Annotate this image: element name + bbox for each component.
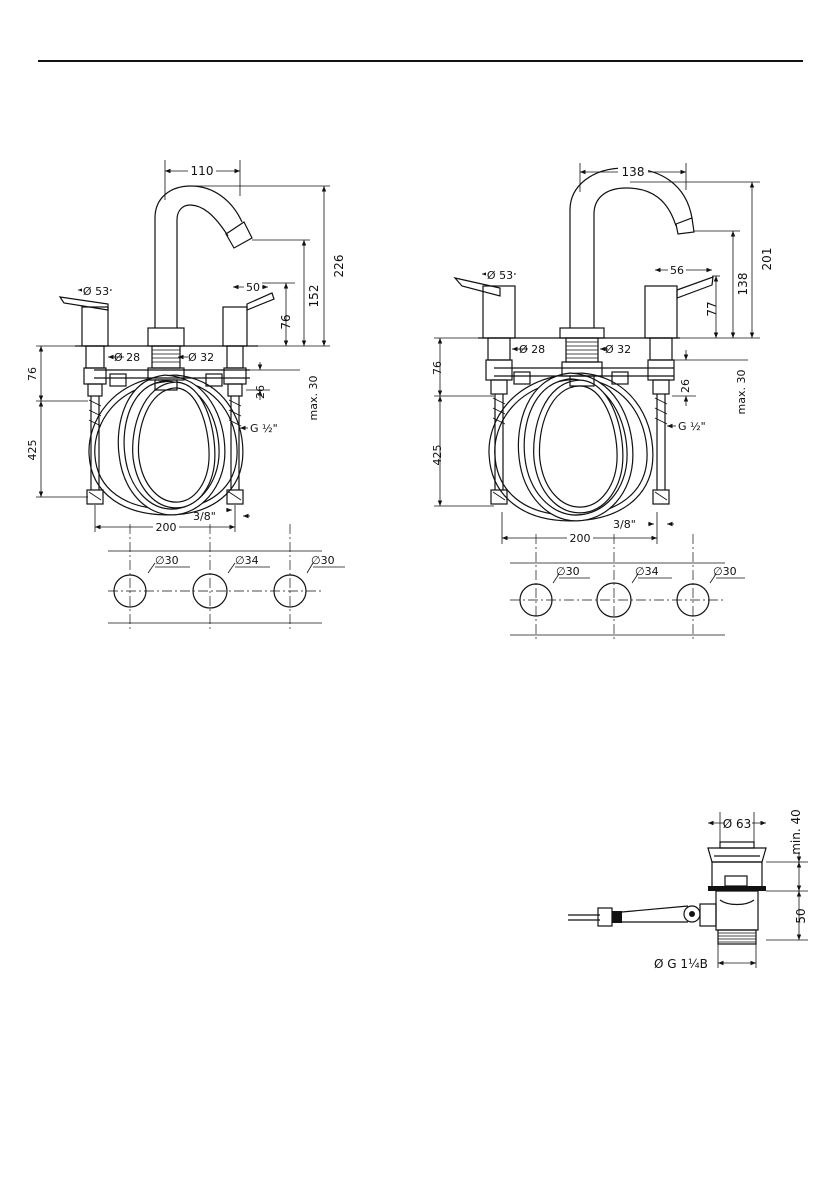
- dim-thread-depth: 26: [254, 385, 267, 399]
- right-left-handle: [455, 278, 515, 504]
- dim-thread-depth: 26: [679, 379, 692, 393]
- dim-lever-height: 77: [705, 301, 719, 316]
- dim-base-left: Ø 28: [519, 343, 545, 356]
- right-hole-template: ∅30 ∅34 ∅30: [510, 534, 745, 640]
- dim-cap-diameter: Ø 63: [723, 817, 752, 831]
- dim-spout-height: 152: [307, 285, 321, 308]
- dim-spacing: 200: [156, 521, 177, 534]
- dim-hose-thread: 3/8": [613, 518, 636, 531]
- dim-base-center: Ø 32: [605, 343, 631, 356]
- dim-hose-length: 425: [431, 445, 444, 466]
- dim-max-deck: max. 30: [307, 376, 320, 421]
- hole-3-label: ∅30: [311, 554, 335, 567]
- right-supply-hoses: [492, 376, 650, 518]
- hole-2-label: ∅34: [235, 554, 259, 567]
- dim-handle-diameter: Ø 53: [487, 269, 513, 282]
- dim-spacing: 200: [570, 532, 591, 545]
- hole-2-label: ∅34: [635, 565, 659, 578]
- dim-hose-length: 425: [26, 440, 39, 461]
- dim-min-height: min. 40: [789, 809, 803, 855]
- dim-below-deck: 76: [26, 367, 39, 381]
- dim-spout-reach: 138: [622, 165, 645, 179]
- dim-lever-length: 56: [670, 264, 684, 277]
- dim-connection: G ½": [678, 420, 706, 433]
- drain-drawing: Ø 63 min. 40 50 Ø G 1¼B: [568, 809, 808, 971]
- dim-total-height: 226: [332, 255, 346, 278]
- dim-body-height: 50: [794, 908, 808, 923]
- dim-spout-height: 138: [736, 273, 750, 296]
- left-hole-template: ∅30 ∅34 ∅30: [108, 524, 345, 630]
- left-handle: [60, 297, 108, 504]
- left-faucet-drawing: 110 226 152 76 Ø 53 50 Ø 28 Ø 32 76 425 …: [26, 160, 346, 630]
- dim-lever-length: 50: [246, 281, 260, 294]
- dim-hose-thread: 3/8": [193, 510, 216, 523]
- dim-base-left: Ø 28: [114, 351, 140, 364]
- hole-1-label: ∅30: [155, 554, 179, 567]
- hole-3-label: ∅30: [713, 565, 737, 578]
- dim-connection: G ½": [250, 422, 278, 435]
- right-faucet-drawing: 138 201 138 77 Ø 53 56 Ø 28 Ø 32 76 425 …: [431, 163, 774, 640]
- dim-total-height: 201: [760, 248, 774, 271]
- hole-1-label: ∅30: [556, 565, 580, 578]
- dim-spout-reach: 110: [191, 164, 214, 178]
- dim-base-center: Ø 32: [188, 351, 214, 364]
- left-supply-hoses: [92, 378, 240, 512]
- dim-max-deck: max. 30: [735, 370, 748, 415]
- dim-below-deck: 76: [431, 361, 444, 375]
- dim-handle-diameter: Ø 53: [83, 285, 109, 298]
- dim-lever-height: 76: [279, 314, 293, 329]
- dim-thread: Ø G 1¼B: [654, 957, 708, 971]
